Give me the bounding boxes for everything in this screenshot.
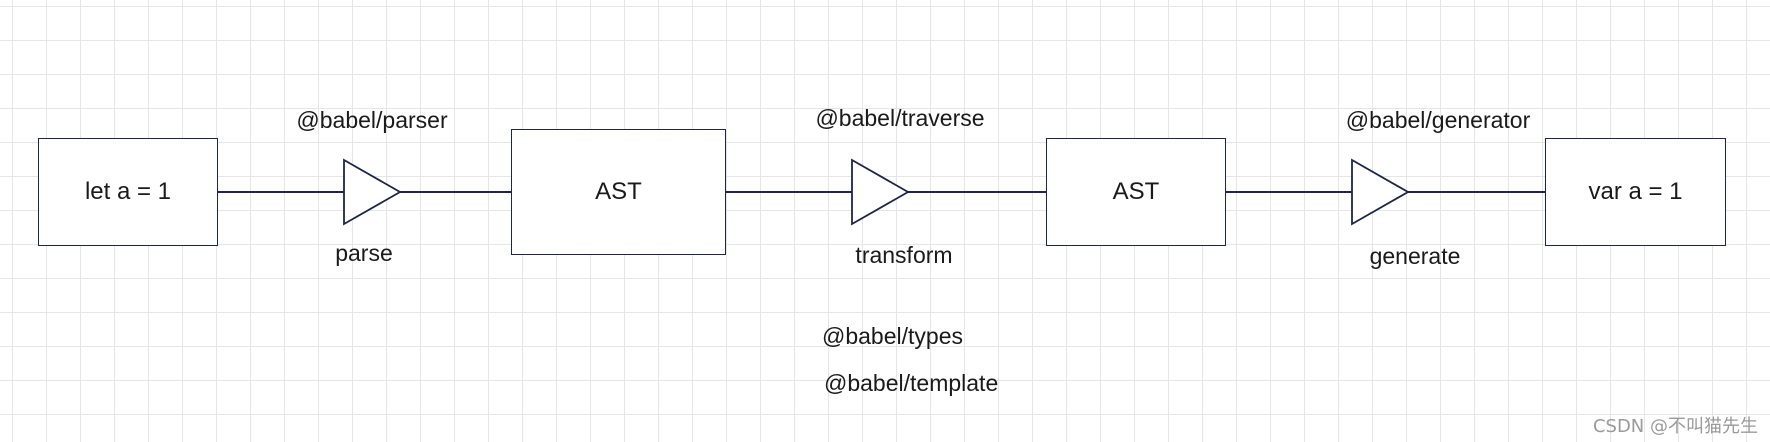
output-code-label: var a = 1: [1588, 178, 1683, 205]
generate-step-label: generate: [1369, 243, 1461, 269]
ast-label-2: AST: [1112, 178, 1160, 205]
traverse-package-label: @babel/traverse: [815, 105, 985, 131]
transform-step-label: transform: [855, 242, 953, 268]
parse-step-triangle: [343, 158, 402, 226]
ast-box-2: AST: [1046, 138, 1226, 246]
parse-step-label: parse: [335, 240, 393, 266]
ast-label-1: AST: [595, 178, 642, 205]
ast-box-1: AST: [511, 129, 726, 255]
transform-step-triangle: [851, 158, 910, 226]
types-package-label: @babel/types: [822, 323, 963, 349]
parser-package-label: @babel/parser: [296, 107, 448, 133]
generator-package-label: @babel/generator: [1345, 107, 1531, 133]
template-package-label: @babel/template: [824, 370, 999, 396]
watermark: CSDN @不叫猫先生: [1592, 416, 1758, 437]
source-code-label: let a = 1: [84, 178, 172, 205]
generate-step-triangle: [1351, 158, 1410, 226]
source-code-box: let a = 1: [38, 138, 218, 246]
output-code-box: var a = 1: [1545, 138, 1726, 246]
